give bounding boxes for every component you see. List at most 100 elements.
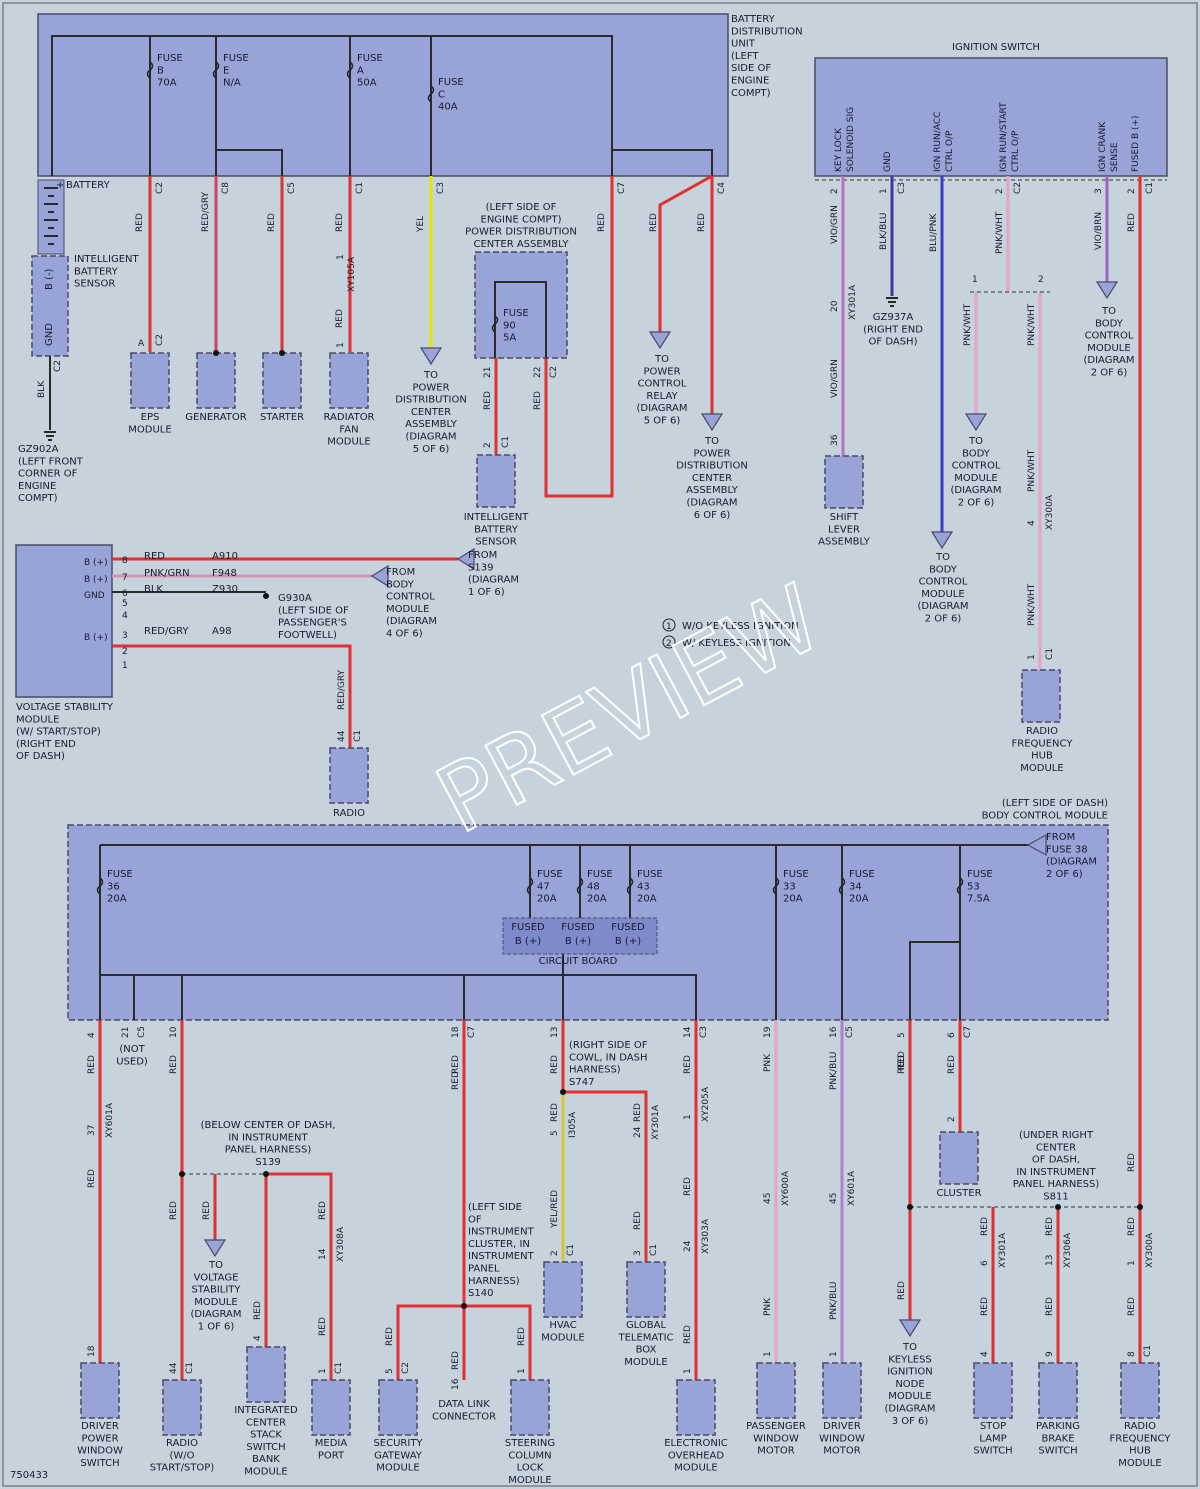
pdc-ibs-label: BATTERY	[474, 524, 519, 535]
s139-label: (BELOW CENTER OF DASH,	[201, 1120, 336, 1131]
vsm-pin-name: GND	[84, 591, 105, 601]
ign-bcm-label: CONTROL	[952, 461, 1001, 472]
bottom-module-label: START/STOP)	[150, 1463, 215, 1474]
bottom-wire-red: RED	[318, 1317, 328, 1336]
not-used-label: (NOT	[119, 1044, 145, 1055]
bottom-wire-red: RED	[87, 1055, 97, 1074]
bdu-pin-label: C5	[287, 182, 297, 194]
to-pdc6-label: CENTER	[692, 473, 732, 484]
pdc-title: POWER DISTRIBUTION	[465, 227, 577, 238]
ign-vio-ckt: XY301A	[848, 284, 858, 320]
bcm-fuse-label: FUSE	[537, 869, 563, 880]
bdu-fuse-label: N/A	[223, 78, 241, 89]
bottom-module-label: STOP	[980, 1421, 1006, 1432]
top-wire-color: RED	[649, 213, 659, 232]
bottom-wire-red: RED	[202, 1201, 212, 1220]
bdu-fuse-label: FUSE	[223, 53, 249, 64]
vsm-from-bcm: (DIAGRAM	[386, 616, 437, 627]
bdu-title-line: COMPT)	[731, 88, 771, 99]
vsm-from-s139: 1 OF 6)	[468, 587, 505, 598]
bcm-fuse-label: 34	[849, 881, 862, 892]
bottom-pin: 6	[947, 1032, 957, 1038]
vsm-from-bcm: CONTROL	[386, 592, 435, 603]
top-wire-color: RED	[335, 213, 345, 232]
ibs-label-line: SENSOR	[74, 279, 115, 290]
s811-label: CENTER	[1036, 1142, 1076, 1153]
bottom-module-box	[973, 1362, 1013, 1419]
bottom-wire-red: RED	[683, 1055, 693, 1074]
bottom-module-label: RADIO	[1124, 1421, 1156, 1432]
bottom-ckt-n: 14	[318, 1248, 328, 1260]
bottom-module-label: DATA LINK	[438, 1399, 490, 1410]
bdu-fuse-label: 40A	[438, 102, 458, 113]
ign-col-name: IGN CRANK	[1098, 121, 1108, 172]
vsm-from-bcm: BODY	[386, 579, 415, 590]
pdc-ibs-conn: C1	[501, 436, 511, 448]
ign-vio-wire2: VIO/GRN	[830, 359, 840, 398]
to-pcr-label: RELAY	[646, 391, 678, 402]
bcm-from: (DIAGRAM	[1046, 857, 1097, 868]
to-pdc6-label: DISTRIBUTION	[676, 461, 748, 472]
vsm-radio-label: RADIO	[333, 808, 365, 819]
ign-wire: RED	[1127, 213, 1137, 232]
bottom-ckt-n: 6	[980, 1260, 990, 1266]
bdu-title-line: UNIT	[731, 39, 756, 50]
bottom-module-box	[1120, 1362, 1160, 1419]
bottom-wire-red: RED	[1045, 1217, 1055, 1236]
bcm-fused-bplus: B (+)	[515, 936, 541, 947]
bottom-pin: 13	[550, 1027, 560, 1038]
to-pcr-label: CONTROL	[638, 379, 687, 390]
ign-col-name: CTRL O/P	[945, 130, 955, 172]
bcm-fused-label: FUSED	[611, 922, 645, 933]
to-pdc-label: DISTRIBUTION	[395, 395, 467, 406]
bcm-title: (LEFT SIDE OF DASH)	[1002, 798, 1108, 809]
ign-col-pin: 2	[830, 188, 840, 194]
bottom-module-label: BRAKE	[1041, 1433, 1074, 1444]
bottom-ckt-n: 45	[829, 1193, 839, 1204]
ign-wire: VIO/BRN	[1094, 212, 1104, 250]
bottom-pin: 19	[763, 1026, 773, 1038]
vsm-ckt: A910	[212, 551, 238, 562]
bottom-conn: C5	[137, 1026, 147, 1038]
radfan-label: FAN	[339, 424, 358, 435]
bcm-from: FROM	[1046, 832, 1075, 843]
bcm-fuse-label: 36	[107, 881, 120, 892]
bcm-from: FUSE 38	[1046, 844, 1088, 855]
bottom-module-label: DRIVER	[81, 1421, 119, 1432]
cluster-label: CLUSTER	[936, 1188, 981, 1199]
ign-bcm-label: TO	[968, 436, 983, 447]
bottom-module-box	[80, 1362, 120, 1419]
bcm-fused-label: FUSED	[561, 922, 595, 933]
vsm-from-s139: FROM	[468, 550, 497, 561]
battery-plus-label: +	[56, 180, 64, 191]
to-pdc6-label: (DIAGRAM	[687, 498, 738, 509]
pdc-pin: 22	[533, 367, 543, 378]
s747-label: COWL, IN DASH	[569, 1052, 648, 1063]
bdu-fuse-label: FUSE	[157, 53, 183, 64]
bdu-fuse-label: 50A	[357, 78, 377, 89]
ign-col-name: GND	[883, 151, 893, 172]
bottom-module-pin: 18	[87, 1345, 97, 1357]
to-kin-label: NODE	[895, 1379, 924, 1390]
bottom-module-conn: C1	[1143, 1345, 1153, 1357]
vsm-gnd: PASSENGER'S	[278, 618, 347, 629]
top-wire-color: RED	[267, 213, 277, 232]
bottom-ckt-n: 37	[87, 1125, 97, 1136]
bottom-module-pin: 9	[1045, 1351, 1055, 1357]
vsm-label: (RIGHT END	[16, 739, 76, 750]
bcm-fuse-label: FUSE	[849, 869, 875, 880]
ign-col-name: CTRL O/P	[1011, 130, 1021, 172]
ibs-ground-label: ENGINE	[18, 481, 56, 492]
ign-bcm-label: CONTROL	[919, 577, 968, 588]
to-kin-label: IGNITION	[887, 1367, 933, 1378]
bottom-module-label: LOCK	[517, 1463, 544, 1474]
to-kin-label: 3 OF 6)	[892, 1416, 929, 1427]
bottom-wire-pnkblu: PNK/BLU	[829, 1052, 839, 1090]
bottom-module-conn: C1	[566, 1244, 576, 1256]
s811-label: IN INSTRUMENT	[1016, 1167, 1096, 1178]
bottom-wire-red: RED	[385, 1327, 395, 1346]
ign-rf-label: MODULE	[1020, 763, 1063, 774]
to-vsm-label: STABILITY	[191, 1285, 241, 1296]
bottom-module-label: RADIO	[166, 1438, 198, 1449]
bcm-fuse-label: FUSE	[783, 869, 809, 880]
